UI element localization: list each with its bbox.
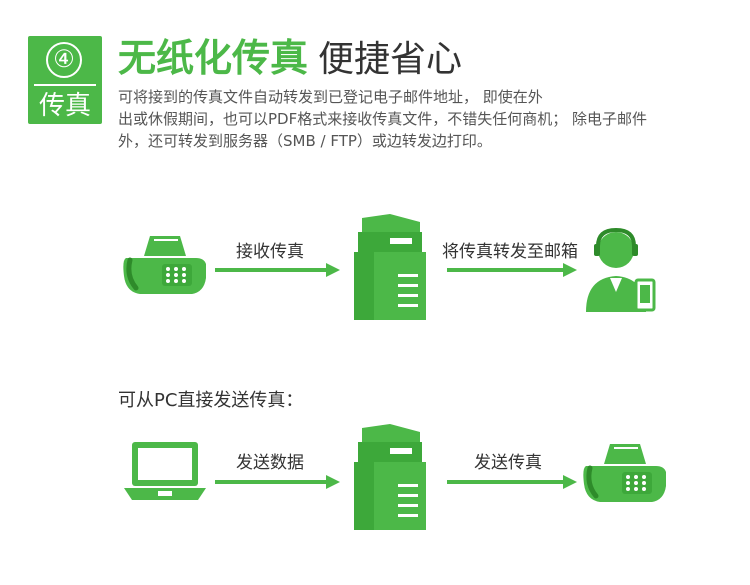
description-line: 出或休假期间，也可以PDF格式来接收传真文件，不错失任何商机； 除电子邮件 <box>118 110 647 128</box>
page-title: 无纸化传真便捷省心 <box>118 34 462 82</box>
section2-title: 可从PC直接发送传真： <box>118 390 304 411</box>
description-line: 可将接到的传真文件自动转发到已登记电子邮件地址， 即使在外 <box>118 88 543 106</box>
laptop-icon <box>124 442 206 500</box>
badge-number: ④ <box>46 42 82 78</box>
multifunction-printer-icon <box>354 424 426 530</box>
fax-machine-icon <box>583 444 666 502</box>
badge-divider <box>34 84 96 86</box>
flow2-label-send-data: 发送数据 <box>236 453 304 473</box>
section-badge: ④ 传真 <box>28 36 102 124</box>
user-with-phone-icon <box>586 227 656 312</box>
flow1-label-receive: 接收传真 <box>236 242 304 262</box>
badge-label: 传真 <box>38 91 91 121</box>
title-sub: 便捷省心 <box>318 39 463 80</box>
flow1-label-forward: 将传真转发至邮箱 <box>442 242 578 262</box>
fax-machine-icon <box>123 236 206 294</box>
flow2-label-send-fax: 发送传真 <box>474 453 542 473</box>
description-line: 外，还可转发到服务器（SMB / FTP）或边转发边打印。 <box>118 132 492 150</box>
title-main: 无纸化传真 <box>118 36 309 80</box>
flow2-arrow-1 <box>215 475 340 489</box>
flow2-arrow-2 <box>447 475 577 489</box>
multifunction-printer-icon <box>354 214 426 320</box>
description: 可将接到的传真文件自动转发到已登记电子邮件地址， 即使在外 出或休假期间，也可以… <box>118 86 738 152</box>
flow1-arrow-2 <box>447 263 577 277</box>
flow1-arrow-1 <box>215 263 340 277</box>
